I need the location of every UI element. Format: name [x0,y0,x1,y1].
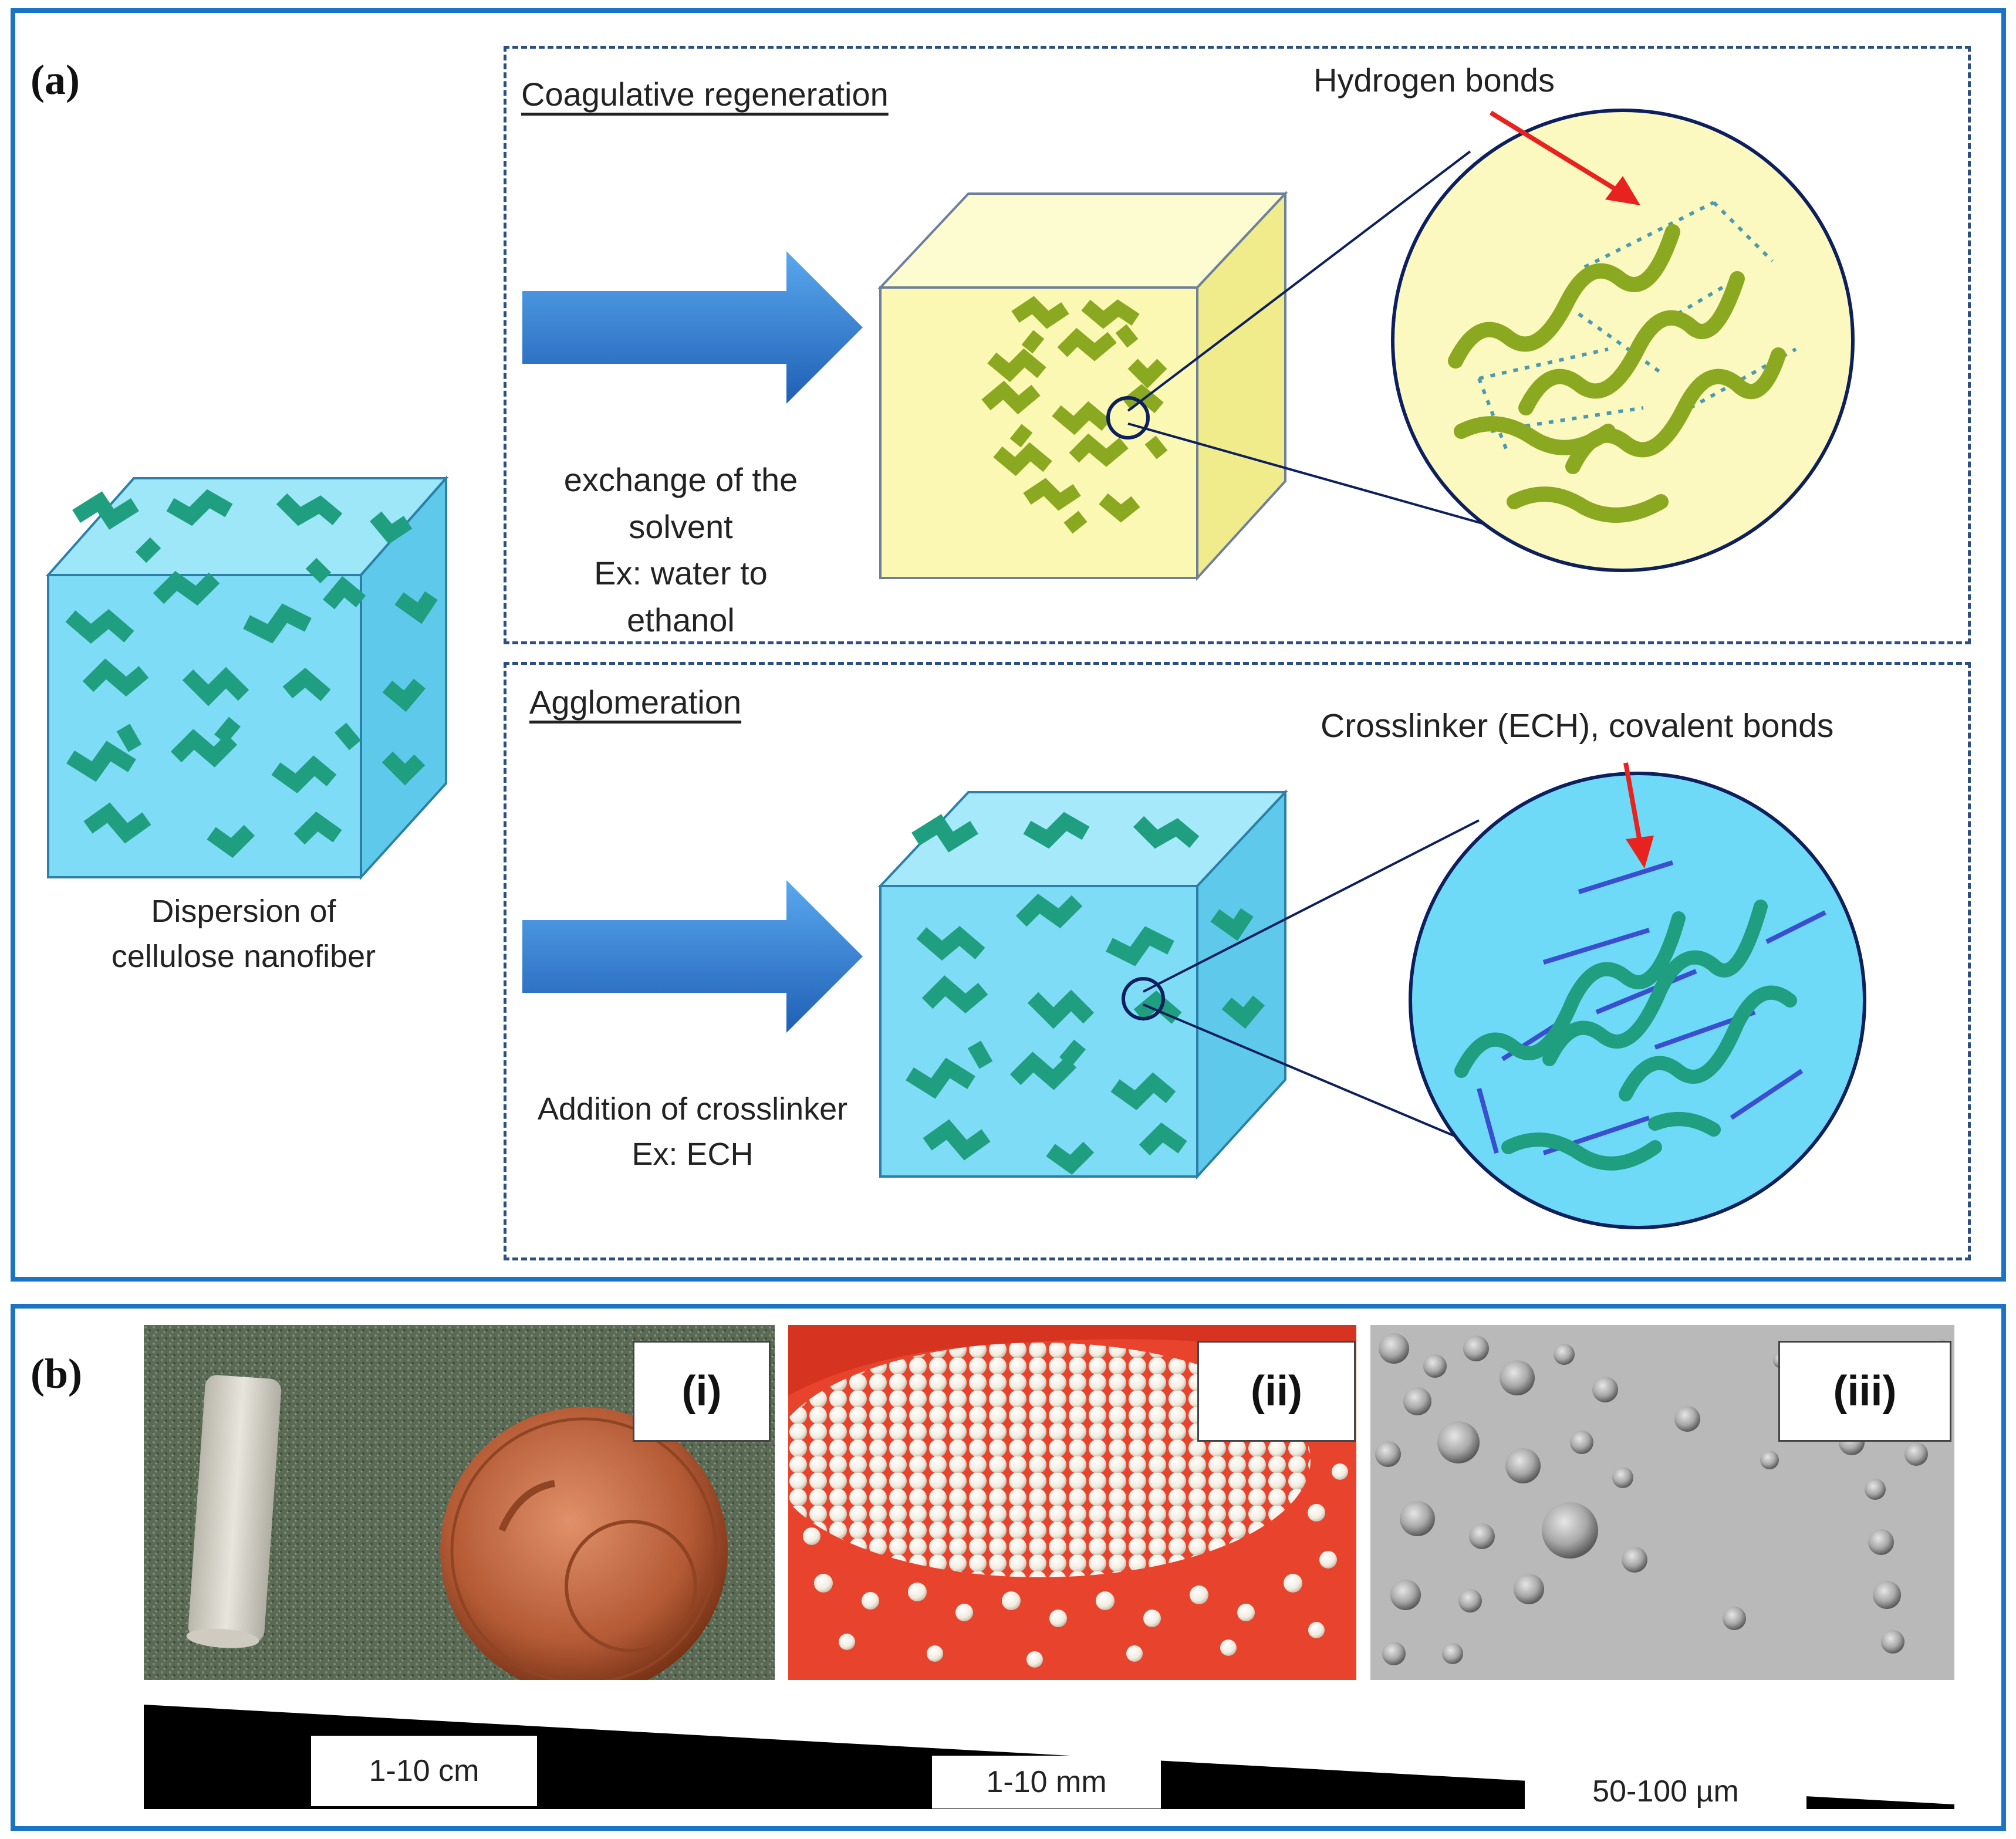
dispersion-caption-line2: cellulose nanofiber [111,938,376,974]
scale-label-um: 50-100 µm [1525,1773,1806,1810]
photo-tag-ii: (ii) [1197,1341,1356,1442]
panel-a [11,8,2006,1282]
arrow-right-icon [522,251,863,404]
coagulative-step-caption: exchange of the solvent Ex: water to eth… [511,457,851,643]
scale-label-cm: 1-10 cm [311,1736,537,1806]
callout-arrow-icon [1623,762,1654,868]
arrow-right-icon [522,880,863,1033]
callout-arrow-icon [1489,110,1640,205]
fiber-cluster [981,296,1168,534]
coagulative-step-line4: ethanol [627,601,735,638]
scale-label-mm: 1-10 mm [932,1756,1161,1808]
coagulative-step-line3: Ex: water to [594,555,768,592]
agglomeration-step-caption: Addition of crosslinker Ex: ECH [505,1087,880,1177]
panel-b [11,1304,2006,1831]
coagulative-title: Coagulative regeneration [521,76,889,113]
agglomeration-step-line1: Addition of crosslinker [537,1091,848,1127]
fiber-cluster [65,489,438,858]
agglomeration-box [504,662,1971,1260]
fiber-strand [1448,224,1786,523]
dispersion-caption-line1: Dispersion of [151,894,336,929]
crosslink-zoom [1409,772,1866,1229]
photo-tag-i: (i) [633,1341,771,1442]
dispersion-caption: Dispersion of cellulose nanofiber [35,889,452,979]
regenerated-cube [877,190,1288,582]
hydrogen-bond-zoom [1391,109,1855,572]
fiber-strand [1454,900,1797,1171]
coagulative-step-line1: exchange of the [563,461,798,498]
coagulative-step-line2: solvent [629,508,733,545]
crosslinked-cube [877,789,1288,1180]
agglomeration-step-line2: Ex: ECH [632,1136,754,1172]
dispersion-cube [45,475,449,881]
photo-tag-iii: (iii) [1778,1341,1951,1442]
panel-a-label: (a) [31,56,80,103]
agglomeration-title: Agglomeration [529,684,742,721]
hydrogen-bonds-label: Hydrogen bonds [1313,62,1555,99]
coagulative-box [504,46,1971,644]
crosslinker-label: Crosslinker (ECH), covalent bonds [1321,707,1834,745]
fiber-cluster [906,812,1265,1175]
photo-macro-tube [144,1325,775,1680]
panel-b-label: (b) [31,1350,82,1397]
